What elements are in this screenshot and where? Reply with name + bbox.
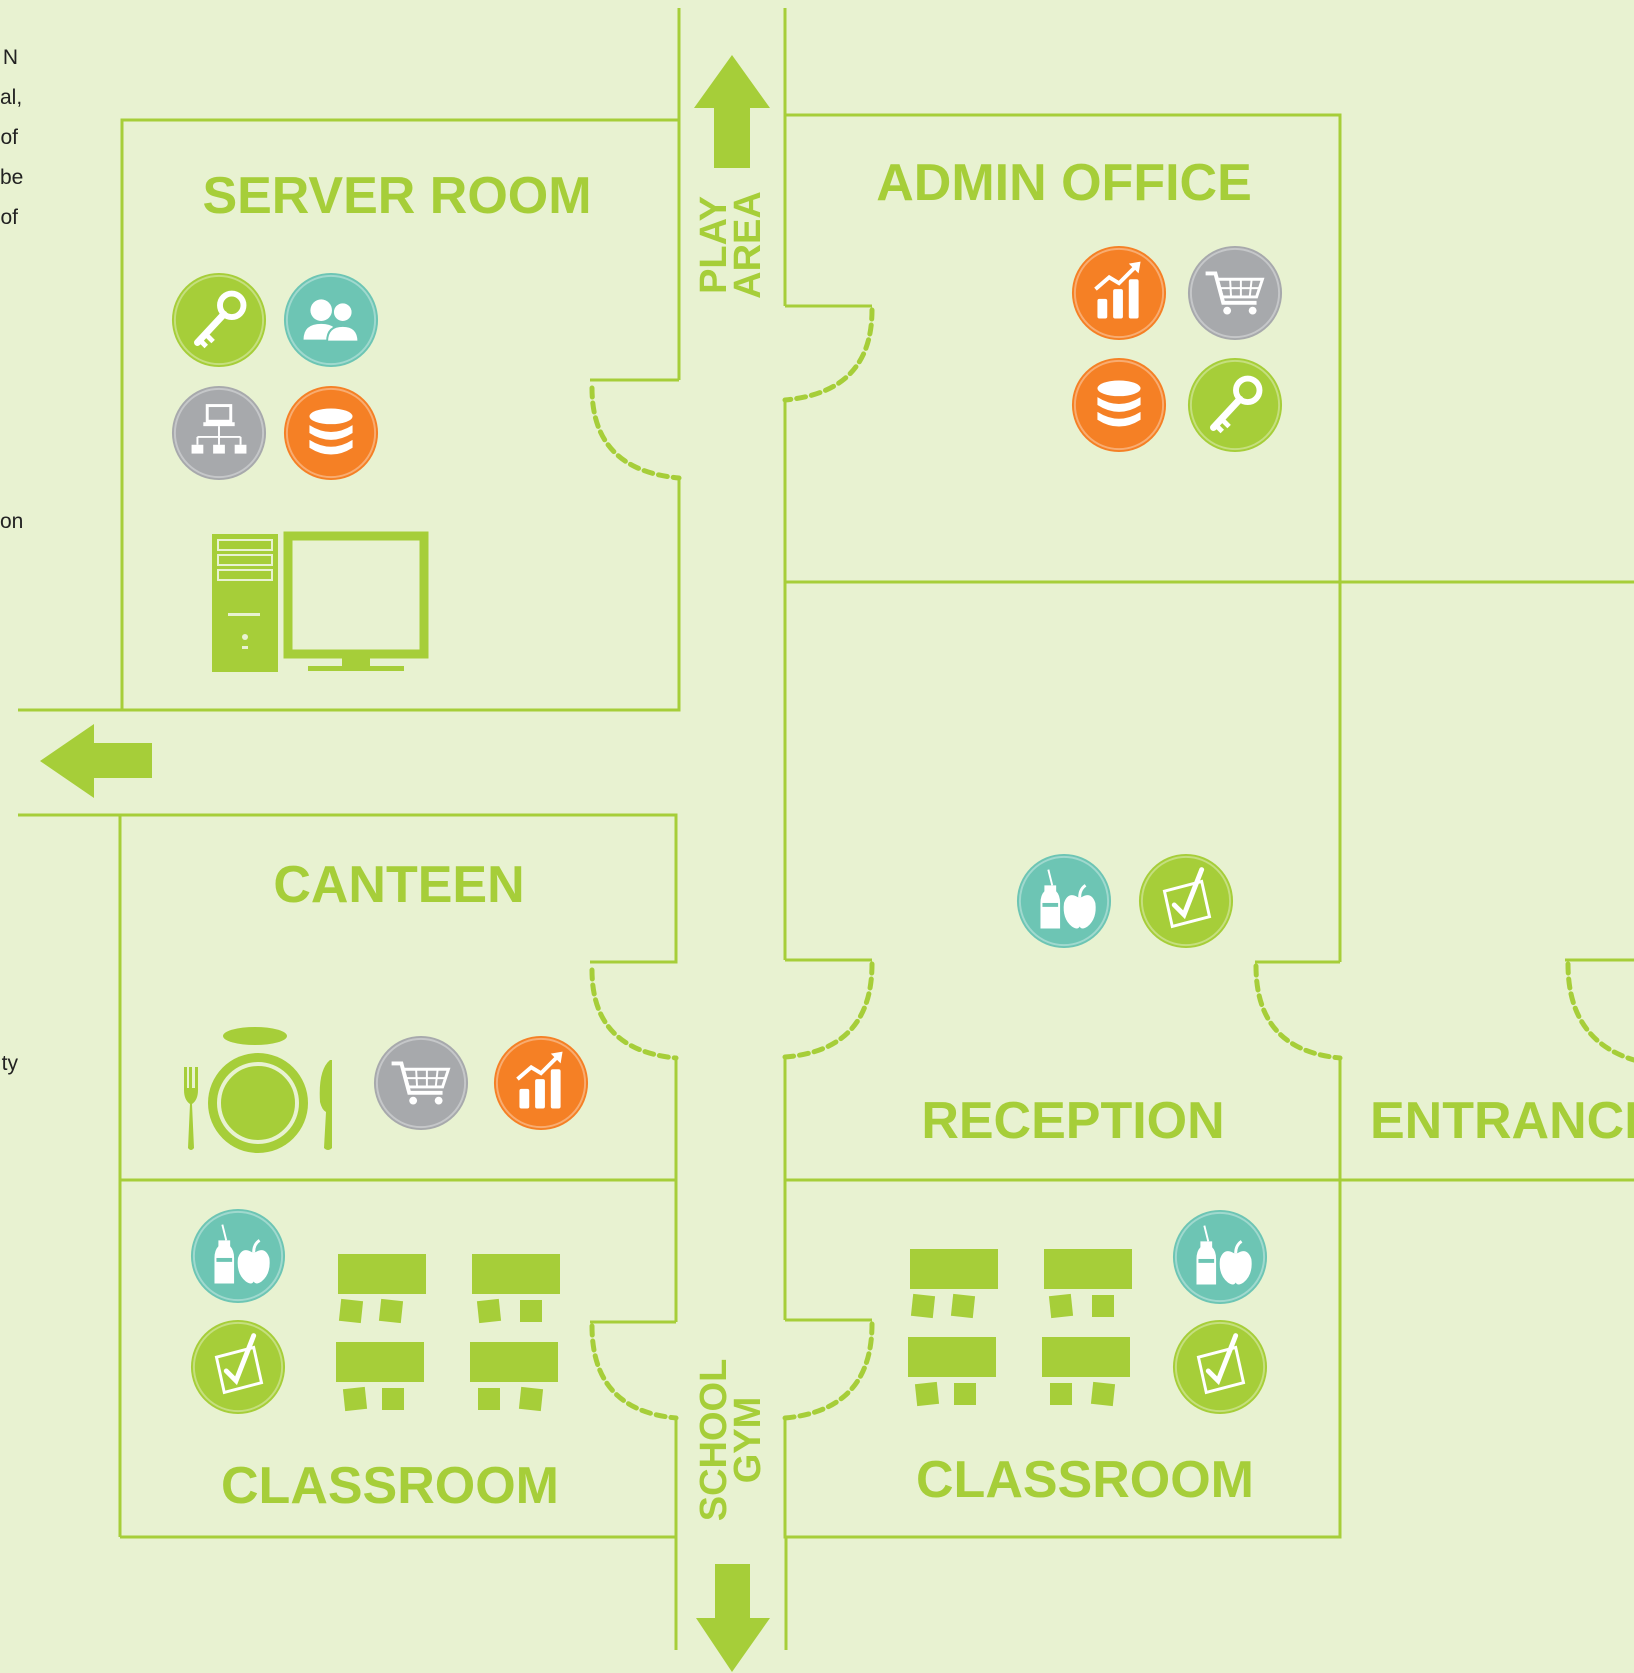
desks-icon [336,1254,560,1412]
checklist-icon [1173,1320,1267,1414]
coins-icon [1070,356,1168,454]
drink-apple-icon [1171,1208,1269,1306]
edge-text-6: on [0,510,24,533]
plate-cutlery-icon [184,1027,332,1153]
door-classroom-left [589,1323,679,1421]
edge-text-3: of [0,126,18,149]
door-canteen [589,967,679,1061]
coins-icon [282,384,380,482]
corridor-label-play: PLAY [693,196,735,294]
walls [18,8,1634,1650]
users-icon [282,271,380,369]
key-icon [172,273,266,367]
edge-text-7: ty [1,1052,18,1075]
shopping-cart-icon [372,1034,470,1132]
doors [589,307,1634,1421]
growth-chart-icon [1070,244,1168,342]
room-label-reception: RECEPTION [921,1092,1224,1150]
door-reception-right [1253,963,1343,1061]
corridor-label-gym: GYM [727,1397,769,1484]
room-label-entrance: ENTRANCE [1370,1092,1634,1150]
checklist-icon [1139,854,1233,948]
shopping-cart-icon [1186,244,1284,342]
checklist-icon [191,1320,285,1414]
edge-text-4: be [0,166,24,189]
edge-text-1: N [2,46,18,69]
room-label-admin-office: ADMIN OFFICE [876,154,1252,212]
door-admin-office [782,307,875,403]
computer-icon [212,531,429,672]
door-classroom-right [782,1321,875,1421]
growth-chart-icon [492,1034,590,1132]
drink-apple-icon [1015,852,1113,950]
edge-text-5: of [0,206,18,229]
room-label-classroom-left: CLASSROOM [221,1457,559,1515]
door-reception-left [782,961,875,1060]
key-icon [1188,358,1282,452]
arrow-left-icon [40,724,152,798]
corridor-label-school: SCHOOL [693,1359,735,1522]
desks-icon [908,1249,1132,1407]
door-entrance [1565,961,1634,1063]
arrow-up-icon [694,55,770,168]
arrow-down-icon [696,1564,770,1672]
room-label-canteen: CANTEEN [273,856,524,914]
edge-text-2: al, [0,86,23,109]
corridor-label-area: AREA [727,191,769,299]
room-label-server-room: SERVER ROOM [202,167,591,225]
drink-apple-icon [189,1207,287,1305]
network-icon [170,384,268,482]
room-label-classroom-right: CLASSROOM [916,1451,1254,1509]
door-server-room [589,385,682,481]
